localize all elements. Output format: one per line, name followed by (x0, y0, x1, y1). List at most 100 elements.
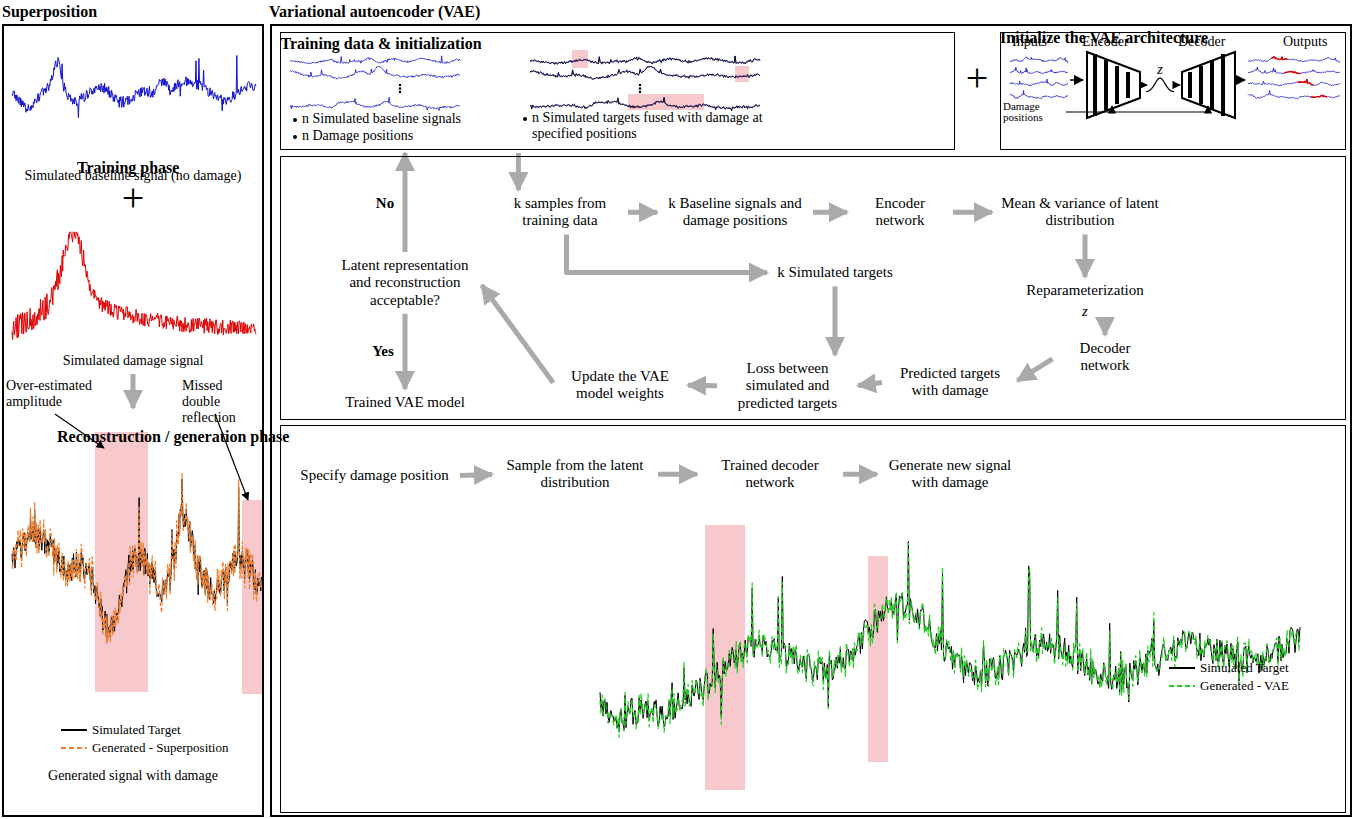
encoder-layer (1126, 72, 1130, 98)
encoder-shape (1087, 52, 1140, 118)
label-text: Generated signal with damage (6, 768, 260, 784)
process-step: Decoder network (1055, 338, 1155, 377)
signal-trace (290, 56, 460, 64)
edge-label: Yes (370, 343, 396, 360)
ellipsis-dot (399, 84, 401, 86)
step-text: Trained decoder network (702, 457, 838, 492)
flow-connector (1018, 359, 1053, 381)
bullet-dot (293, 135, 297, 139)
signal-trace (1248, 79, 1340, 86)
panel: Superposition (2, 2, 264, 817)
step-text: z (1017, 303, 1153, 320)
text-label: Simulated damage signal (6, 353, 260, 369)
flow-connector (843, 472, 877, 477)
ellipsis-dot (639, 91, 641, 93)
step-text: k Simulated targets (772, 264, 898, 281)
process-step: Trained decoder network (700, 455, 840, 494)
ellipsis-dot (639, 87, 641, 89)
label-text: n Damage positions (302, 128, 502, 144)
legend-line (1169, 685, 1195, 687)
leader-arrow (1173, 84, 1180, 85)
box-border (1000, 32, 1346, 150)
ellipsis-dot (399, 91, 401, 93)
flow-connector (688, 383, 717, 389)
signal-trace (290, 97, 460, 110)
legend-line-sample (1168, 681, 1196, 691)
process-step: Loss between simulated and predicted tar… (720, 358, 855, 414)
process-step: k Simulated targets (770, 262, 900, 283)
flow-connector (953, 210, 992, 215)
legend-item: Generated - VAE (1168, 678, 1289, 694)
text-label: Generated signal with damage (6, 768, 260, 784)
process-step: Predicted targets with damage (885, 363, 1015, 402)
process-step: Encoder network (850, 193, 950, 232)
flow-connector (516, 153, 521, 190)
step-text: Specify damage position (294, 467, 455, 484)
flow-connector (403, 314, 408, 389)
text-label: Decoder (1178, 34, 1238, 50)
label-text: n Simulated targets fused with damage at… (532, 110, 792, 142)
label-text: Inputs (1012, 34, 1062, 50)
flow-connector (628, 210, 657, 215)
step-text: Trained VAE model (337, 394, 473, 411)
step-text: Mean & variance of latent distribution (997, 195, 1163, 230)
legend-line (61, 747, 87, 749)
step-text: Loss between simulated and predicted tar… (722, 360, 853, 412)
damage-highlight (868, 556, 888, 762)
text-label: z (1150, 62, 1170, 78)
signal-trace (530, 56, 760, 65)
flow-connector (658, 472, 697, 477)
legend-line-sample (60, 725, 88, 735)
ellipsis-dot (399, 87, 401, 89)
leader-arrow (1237, 79, 1245, 81)
flow-connector (1083, 235, 1088, 278)
process-step: k Baseline signals and damage positions (660, 193, 810, 232)
flow-connector (1103, 326, 1108, 336)
label-text: n Simulated baseline signals (302, 111, 502, 127)
edge-label: No (374, 194, 396, 211)
ellipsis-dot (639, 84, 641, 86)
step-text: Sample from the latent distribution (497, 457, 653, 492)
label-text: Damage positions (1003, 101, 1065, 123)
section-box: Initialize the VAE architecture (1000, 32, 1346, 150)
section-box: Training phasek samples from training da… (280, 156, 1346, 420)
process-step: Update the VAE model weights (555, 366, 685, 405)
signal-trace (530, 98, 760, 111)
leader-arrow (215, 414, 248, 500)
damage-highlight (705, 525, 745, 790)
label-text: Encoder (1082, 34, 1142, 50)
flow-connector (403, 153, 408, 252)
process-step: Mean & variance of latent distribution (995, 193, 1165, 232)
text-label: Inputs (1012, 34, 1062, 50)
bullet-dot (293, 118, 297, 122)
signal-trace (1010, 91, 1068, 99)
encoder-layer (1104, 60, 1108, 110)
label-text: Over-estimated amplitude (6, 378, 98, 410)
decoder-layer (1188, 72, 1192, 98)
process-step: Generate new signal with damage (880, 455, 1020, 494)
flow-connector (858, 383, 882, 386)
step-text: Generate new signal with damage (882, 457, 1018, 492)
process-step: k samples from training data (495, 193, 625, 232)
flow-arrow (131, 374, 136, 408)
process-step: Sample from the latent distribution (495, 455, 655, 494)
section-title: Variational autoencoder (VAE) (269, 3, 1351, 21)
legend-item: Simulated Target (60, 722, 181, 738)
signal-trace (530, 56, 760, 64)
legend-line (1169, 667, 1195, 669)
signal-trace (12, 232, 256, 340)
step-text: k Baseline signals and damage positions (662, 195, 808, 230)
label-text: Simulated damage signal (6, 353, 260, 369)
damage-highlight (735, 66, 749, 82)
text-label: n Simulated baseline signals (302, 111, 502, 127)
text-label: n Simulated targets fused with damage at… (532, 110, 792, 142)
damage-segment (1311, 95, 1327, 97)
label-text: Decoder (1178, 34, 1238, 50)
legend-text: Generated - Superposition (92, 740, 228, 756)
legend-text: Simulated Target (92, 722, 181, 738)
signal-trace (12, 473, 262, 643)
label-text: Outputs (1283, 34, 1343, 50)
legend-line-sample (1168, 663, 1196, 673)
encoder-layer (1115, 66, 1119, 104)
legend-line (61, 729, 87, 731)
